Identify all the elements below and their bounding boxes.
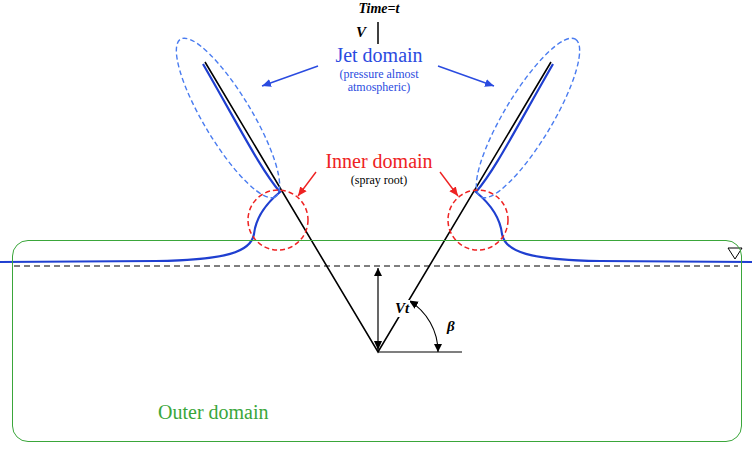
penetration-dimension: [377, 268, 378, 350]
pointer-arrow: [440, 172, 458, 196]
horizontal-reference: [378, 351, 462, 352]
spray-root-region: [448, 190, 508, 250]
angle-label: β: [446, 318, 456, 335]
time-label: Time=t: [358, 1, 401, 16]
spray-root-region: [248, 190, 308, 250]
dimension-label: Vt: [394, 300, 410, 317]
region-title: Inner domain: [324, 150, 433, 172]
pointer-arrow: [262, 66, 318, 86]
pointer-arrow: [298, 172, 316, 196]
region-note: (spray root): [350, 174, 408, 187]
velocity-label: V: [355, 24, 367, 41]
water-level-symbol: [728, 248, 742, 259]
region-note: (pressure almost atmospheric): [318, 68, 440, 94]
wedge-outline: [205, 62, 551, 352]
still-water-line: [14, 265, 738, 266]
domain-region: Outer domain: [12, 240, 742, 442]
jet-region: [460, 27, 596, 209]
free-surface: [0, 64, 280, 262]
jet-region: [160, 27, 296, 209]
angle-arc: [409, 301, 438, 352]
pointer-arrow: [438, 66, 494, 86]
region-title: Jet domain: [334, 44, 423, 66]
free-surface: [476, 64, 752, 262]
region-title: Outer domain: [158, 401, 269, 424]
